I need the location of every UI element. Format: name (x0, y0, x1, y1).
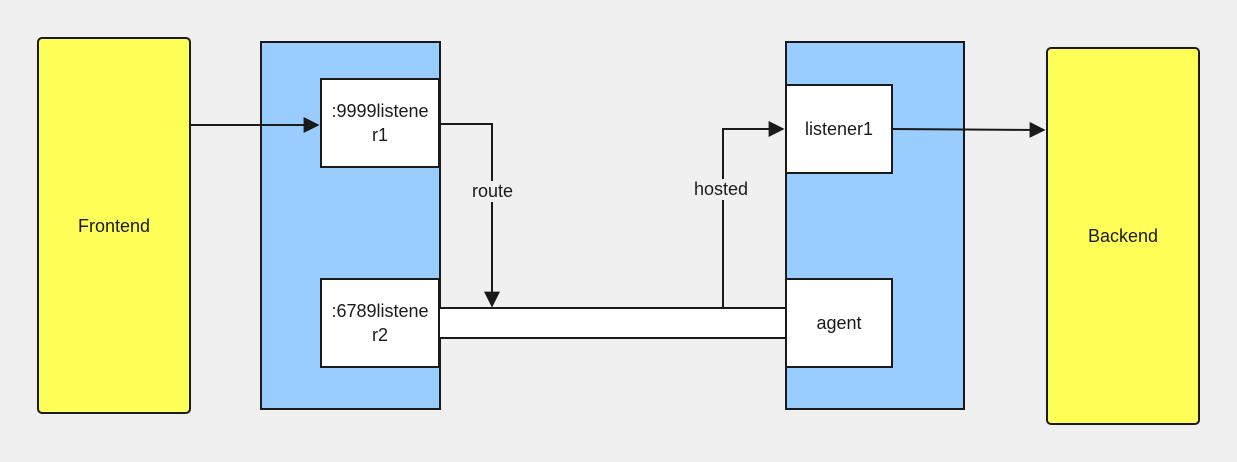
agent-label: agent (816, 313, 862, 333)
tunnel-connection (438, 307, 788, 339)
hosted-connector (722, 121, 785, 307)
agent-box: agent (785, 278, 893, 368)
left-listener2-label: :6789listener2 (331, 301, 429, 345)
listener1-to-backend-arrow (892, 121, 1046, 138)
frontend-label: Frontend (77, 215, 151, 236)
hosted-label: hosted (692, 179, 751, 200)
frontend-box: Frontend (37, 37, 191, 414)
left-listener2-box: :6789listener2 (320, 278, 440, 368)
backend-label: Backend (1087, 226, 1159, 246)
route-label: route (470, 181, 516, 202)
backend-box: Backend (1046, 47, 1200, 425)
left-listener1-label: :9999listener1 (331, 101, 429, 145)
route-connector (440, 123, 500, 308)
left-listener1-box: :9999listener1 (320, 78, 440, 168)
right-listener1-box: listener1 (785, 84, 893, 174)
right-listener1-label: listener1 (804, 119, 874, 139)
